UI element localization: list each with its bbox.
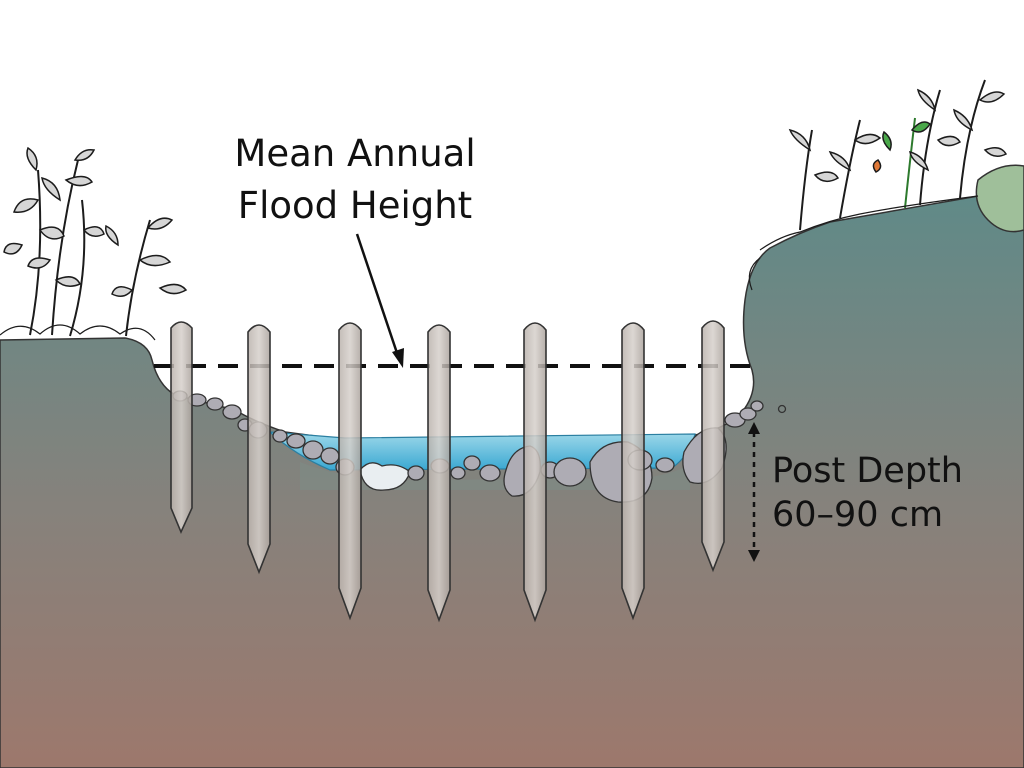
post-2 — [247, 324, 271, 575]
post-3 — [338, 322, 362, 621]
post-5 — [523, 322, 547, 623]
flood-height-label-line-1: Mean Annual — [234, 132, 476, 175]
post-6 — [621, 322, 645, 621]
plant-icon — [748, 79, 1008, 291]
post-4 — [427, 324, 451, 623]
post-depth-label: Post Depth 60–90 cm — [772, 449, 963, 537]
plant-icon — [0, 146, 188, 341]
post-1 — [170, 321, 193, 534]
post-depth-label-line-2: 60–90 cm — [772, 495, 944, 535]
double-arrow-icon — [748, 422, 760, 562]
post-row — [170, 320, 725, 623]
post-depth-label-line-1: Post Depth — [772, 451, 963, 491]
arrow-icon — [355, 233, 404, 368]
boulder — [975, 164, 1024, 233]
post-7 — [701, 320, 725, 573]
flood-height-label-line-2: Flood Height — [237, 184, 473, 227]
flood-height-label: Mean Annual Flood Height — [200, 128, 510, 232]
